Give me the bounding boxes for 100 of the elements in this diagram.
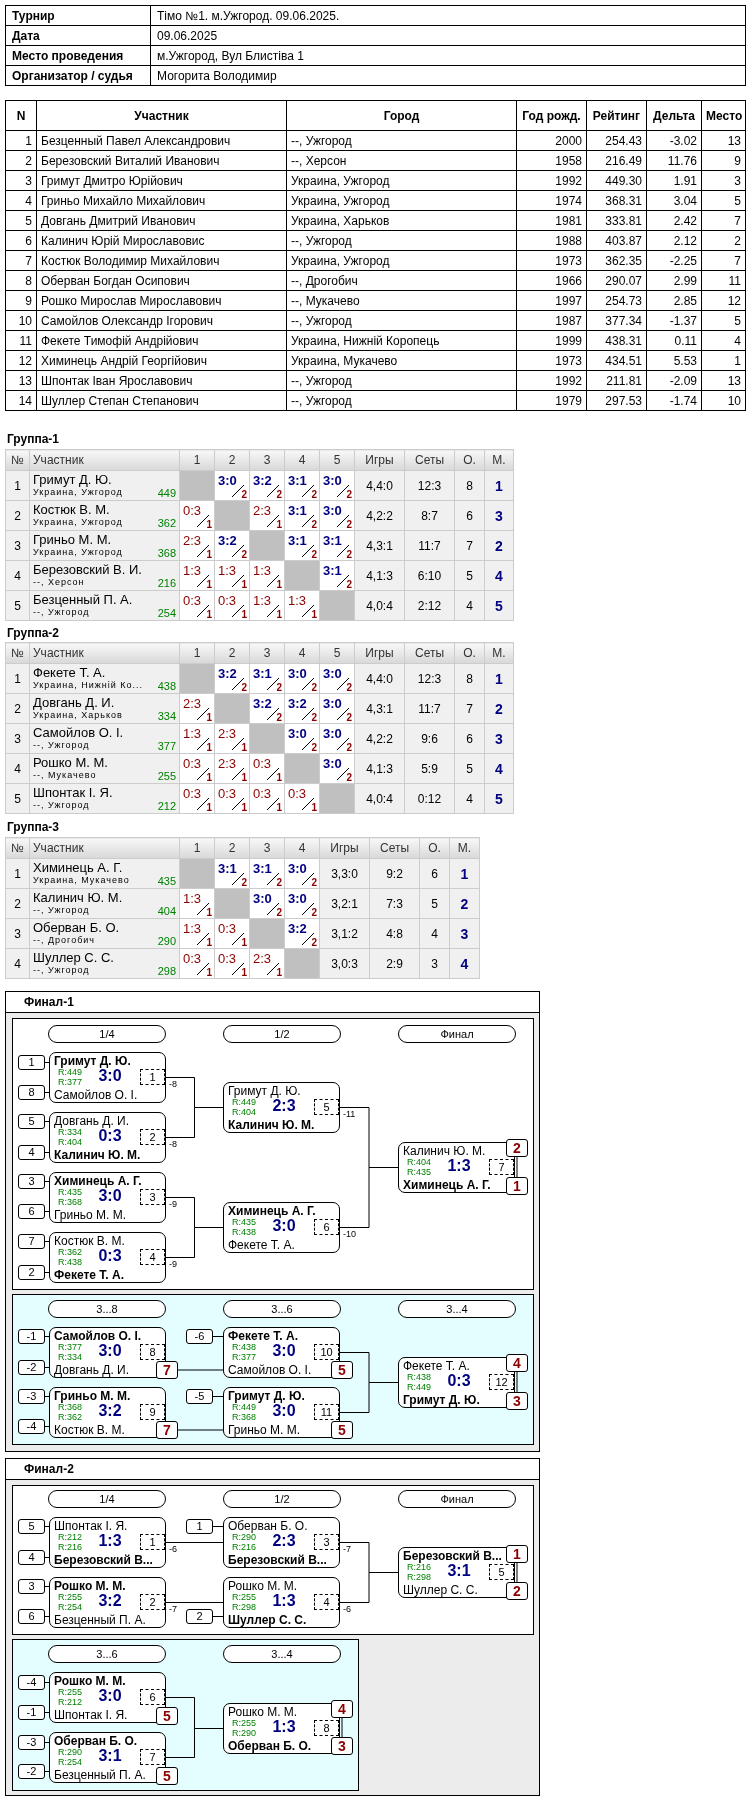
rating-delta: 2.12 [646,230,702,251]
match-box [223,1517,340,1568]
final-place: 13 [701,370,746,391]
player-name: Шпонтак І. Я. [54,1708,128,1722]
match-score: 3:0 [288,891,307,906]
rating-delta: 11.76 [646,150,702,171]
place-badge: 5 [331,1361,353,1379]
city-name: --, Мукачево [286,290,517,311]
seed-number: -3 [18,1389,45,1404]
rating-value: R:404 [232,1107,257,1117]
match-points: 2 [276,907,282,918]
match-score: 1:3 [446,1157,472,1175]
bracket-section [5,991,540,1452]
rating-value: 216.49 [586,150,647,171]
match-score: 3:0 [323,726,342,741]
match-score: 1:3 [97,1532,123,1550]
rating-value: R:216 [232,1542,257,1552]
player-name: Костюк В. М. [54,1423,125,1437]
row-number: 10 [5,310,37,331]
games-record: 4,4:0 [354,663,405,694]
player-name: Фекете Т. А. [403,1359,470,1373]
column-header: Игры [319,837,370,859]
place-badge: 7 [156,1421,178,1439]
final-place: 13 [701,130,746,151]
match-score: 3:0 [218,473,237,488]
final-place: 11 [701,270,746,291]
column-header: Сеты [404,449,455,471]
connector-line [44,1336,50,1337]
match-score: 3:0 [288,861,307,876]
connector-line [44,1092,50,1093]
player-name: Гримут Дмитро Юрійович [36,170,287,191]
connector-line [177,1369,224,1371]
player-name: Гриньо Михайло Михайлович [36,190,287,211]
match-box [398,1142,515,1193]
seed-number: 5 [18,1114,45,1129]
player-name: Довгань Дмитрий Иванович [36,210,287,231]
connector-line [177,1429,224,1431]
match-score: 2:3 [272,1532,297,1550]
place-badge: 3 [506,1392,528,1410]
column-header: N [5,100,37,131]
match-box [223,1202,340,1253]
birth-year: 2000 [516,130,587,151]
city-name: --, Херсон [33,577,85,589]
player-name: Безценный П. А. [54,1613,146,1627]
match-points: 1 [206,802,212,813]
route-label: -6 [169,1543,177,1554]
route-label: -8 [169,1078,177,1089]
rating-delta: 2.42 [646,210,702,231]
column-header: О. [454,642,485,664]
games-record: 4,3:1 [354,530,405,561]
column-header: 3 [249,642,285,664]
sets-record: 9:6 [404,723,455,754]
match-score: 0:3 [183,756,202,771]
match-score: 2:3 [218,756,237,771]
birth-year: 1974 [516,190,587,211]
city-name: --, Дрогобич [33,935,96,947]
match-points: 2 [276,489,282,500]
rating-value: 334 [157,710,176,722]
row-number: 1 [5,470,30,501]
games-record: 4,0:4 [354,783,405,814]
connector-line [44,1712,50,1713]
match-score: 0:3 [218,921,237,936]
rating-value: 434.51 [586,350,647,371]
rating-value: 377.34 [586,310,647,331]
column-header: М. [484,642,514,664]
round-header: 3...4 [398,1300,516,1318]
match-score: 3:0 [323,756,342,771]
match-points: 2 [346,579,352,590]
row-number: 14 [5,390,37,411]
seed-number: -4 [18,1675,45,1690]
match-score: 3:1 [323,533,342,548]
match-points: 2 [311,907,317,918]
match-points: 2 [346,549,352,560]
round-header: Финал [398,1490,516,1508]
rating-value: 255 [157,770,176,782]
match-points: 1 [206,967,212,978]
match-score: 3:2 [253,473,272,488]
connector-line [44,1367,50,1368]
match-points: 2 [346,712,352,723]
match-points: 1 [276,967,282,978]
connector-line [339,1382,399,1413]
match-score: 3:0 [323,473,342,488]
row-number: 3 [5,530,30,561]
seed-number: 6 [18,1204,45,1219]
rating-value: 377 [157,740,176,752]
rating-delta: -2.25 [646,250,702,271]
row-number: 8 [5,270,37,291]
connector-line [44,1241,50,1242]
place-badge: 4 [331,1700,353,1718]
player-name: Рошко М. М. [33,755,109,770]
match-number: 1 [140,1534,165,1550]
column-header: 3 [249,449,285,471]
final-place: 5 [701,310,746,331]
rating-value: 404 [157,905,176,917]
section-title: Финал-2 [24,1462,74,1476]
match-score: 3:0 [253,891,272,906]
rating-value: R:435 [407,1167,432,1177]
city-name: --, Ужгород [286,230,517,251]
field-label: Дата [5,25,151,46]
match-number: 6 [140,1689,165,1705]
